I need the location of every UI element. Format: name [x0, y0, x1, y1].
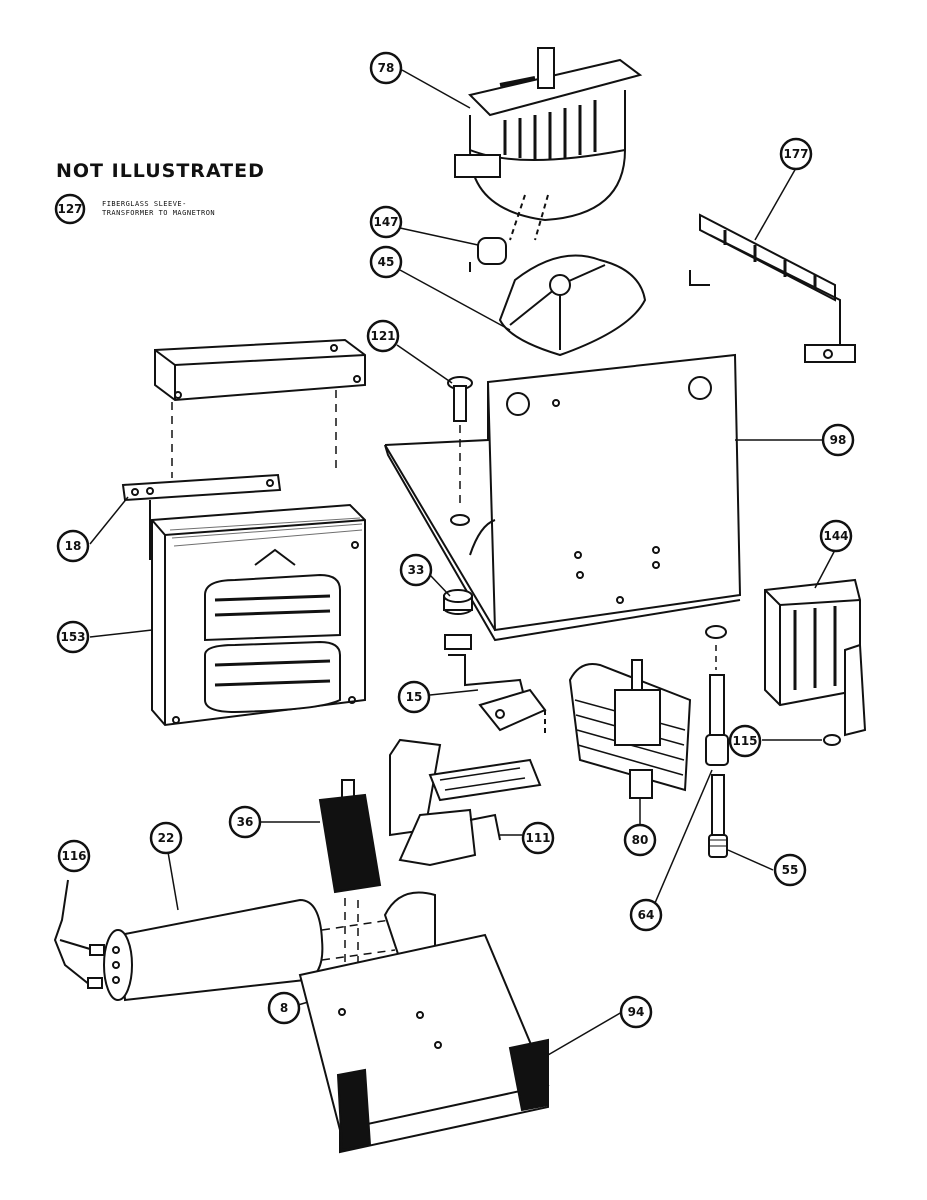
callout-circle-177: [779, 137, 813, 171]
not-illustrated-note: FIBERGLASS SLEEVE- TRANSFORMER TO MAGNET…: [102, 200, 215, 218]
note-line-1: FIBERGLASS SLEEVE-: [102, 200, 187, 208]
relay-111: [389, 738, 542, 867]
callout-circle-98: [821, 423, 855, 457]
shaft-55: [708, 774, 728, 858]
mounting-plate-98: [384, 353, 742, 642]
callout-64: 64: [638, 908, 655, 922]
callout-144: 144: [823, 529, 848, 543]
callout-circle-15: [397, 680, 431, 714]
callout-circle-64: [629, 898, 663, 932]
callout-15: 15: [406, 690, 423, 704]
callout-circle-147: [369, 205, 403, 239]
bushing-33: [443, 589, 473, 615]
callout-circle-45: [369, 245, 403, 279]
callout-116: 116: [61, 849, 86, 863]
clip-115: [823, 734, 841, 746]
callout-33: 33: [408, 563, 425, 577]
callout-177: 177: [783, 147, 808, 161]
callout-circle-94: [619, 995, 653, 1029]
callout-153: 153: [60, 630, 85, 644]
callout-circle-8: [267, 991, 301, 1025]
timer-motor-78: [454, 47, 643, 222]
callout-98: 98: [830, 433, 847, 447]
callout-circle-127: [54, 193, 86, 225]
callout-45: 45: [378, 255, 395, 269]
fan-blade-45: [498, 254, 647, 357]
callout-22: 22: [158, 831, 175, 845]
wire-lead-116: [53, 879, 105, 989]
callout-36: 36: [237, 815, 254, 829]
callout-80: 80: [632, 833, 649, 847]
fan-motor-80: [568, 659, 692, 799]
callout-55: 55: [782, 863, 799, 877]
callout-127: 127: [57, 202, 82, 216]
callout-circle-115: [728, 724, 762, 758]
callout-circle-78: [369, 51, 403, 85]
coupler-64: [705, 625, 729, 766]
terminal-block-144: [764, 578, 867, 737]
thermal-protector-147: [469, 237, 507, 272]
callout-circle-22: [149, 821, 183, 855]
callout-circle-144: [819, 519, 853, 553]
switch-actuator-15: [444, 634, 547, 735]
note-line-2: TRANSFORMER TO MAGNETRON: [102, 209, 216, 217]
screw-121: [447, 376, 473, 526]
bracket-18: [121, 473, 282, 560]
callout-circle-121: [366, 319, 400, 353]
callout-circle-116: [57, 839, 91, 873]
callout-78: 78: [378, 61, 395, 75]
transformer-153: [151, 503, 366, 727]
callout-circle-111: [521, 821, 555, 855]
not-illustrated-heading: NOT ILLUSTRATED: [56, 160, 265, 182]
callout-111: 111: [525, 831, 550, 845]
capacitor-22: [103, 898, 324, 1002]
callouts: 78 177 147 45 121 98 18 153 33 144 15 11…: [54, 51, 855, 1029]
base-plate-94: [298, 933, 550, 1154]
callout-circle-55: [773, 853, 807, 887]
callout-circle-80: [623, 823, 657, 857]
callout-circle-36: [228, 805, 262, 839]
callout-94: 94: [628, 1005, 645, 1019]
callout-121: 121: [370, 329, 395, 343]
callout-115: 115: [732, 734, 757, 748]
callout-147: 147: [373, 215, 398, 229]
callout-8: 8: [280, 1001, 288, 1015]
callout-circle-18: [56, 529, 90, 563]
callout-circle-153: [56, 620, 90, 654]
resistor-177: [689, 213, 856, 363]
callout-18: 18: [65, 539, 82, 553]
callout-circle-33: [399, 553, 433, 587]
top-cover: [154, 338, 366, 402]
